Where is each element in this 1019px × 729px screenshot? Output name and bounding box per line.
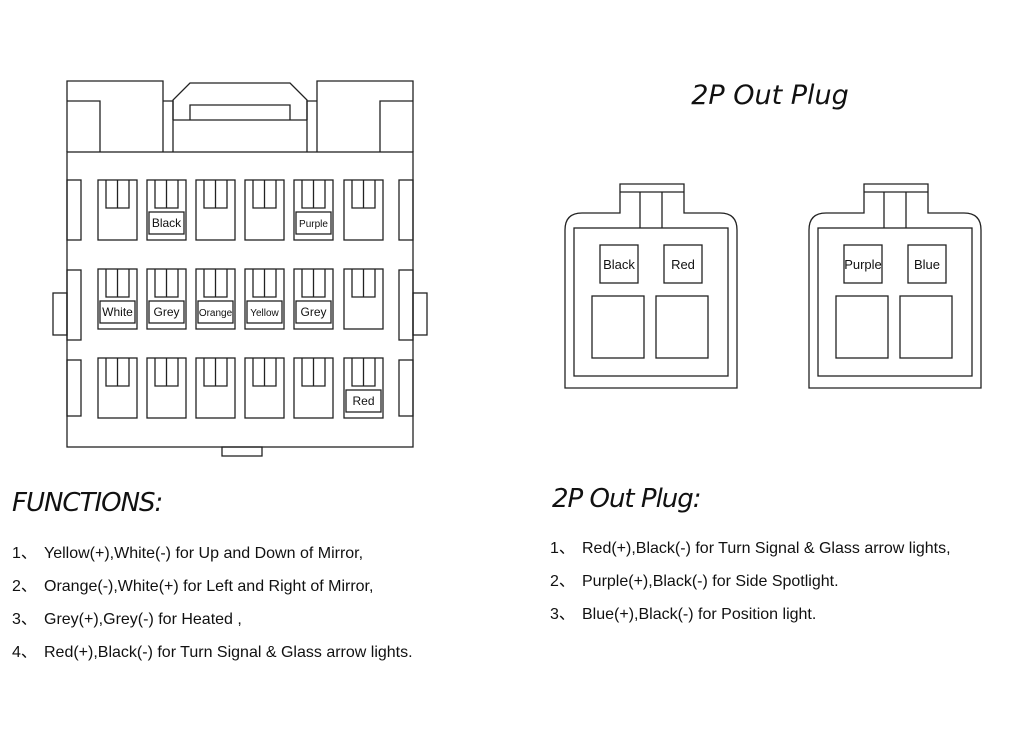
pin-label: Grey — [153, 305, 179, 319]
list-item: 2、Orange(-),White(+) for Left and Right … — [12, 578, 374, 595]
list-item: 1、Yellow(+),White(-) for Up and Down of … — [12, 545, 364, 562]
plug-title: 2P Out Plug — [691, 80, 849, 111]
connector-pin: Red — [343, 357, 384, 419]
functions-list: 1、Yellow(+),White(-) for Up and Down of … — [12, 537, 413, 669]
plug-pin-label: Black — [603, 257, 635, 272]
connector-pin — [343, 179, 384, 241]
connector-pin: Black — [146, 179, 187, 241]
connector-pin: Purple — [293, 179, 334, 241]
connector-pin — [97, 357, 138, 419]
connector-pin — [244, 357, 285, 419]
pin-label: White — [102, 305, 133, 319]
pin-label: Yellow — [250, 308, 279, 319]
plug-pin-label: Blue — [914, 257, 940, 272]
pin-label: Black — [152, 216, 182, 230]
plug-pin-label: Red — [671, 257, 695, 272]
connector-pin: White — [97, 268, 138, 330]
connector-pin — [293, 357, 334, 419]
list-item: 1、Red(+),Black(-) for Turn Signal & Glas… — [550, 540, 951, 557]
connector-pin: Orange — [195, 268, 236, 330]
out-plug-title: 2P Out Plug: — [552, 484, 702, 514]
connector-pin: Yellow — [244, 268, 285, 330]
pin-label: Purple — [299, 219, 328, 230]
connector-pin — [195, 357, 236, 419]
plug-pin: Blue — [899, 244, 953, 359]
connector-pin — [343, 268, 384, 330]
list-item: 2、Purple(+),Black(-) for Side Spotlight. — [550, 573, 839, 590]
connector-pin — [244, 179, 285, 241]
list-item: 4、Red(+),Black(-) for Turn Signal & Glas… — [12, 644, 413, 661]
connector-pin — [195, 179, 236, 241]
functions-title: FUNCTIONS: — [12, 488, 163, 518]
pin-label: Orange — [199, 308, 233, 319]
connector-pin — [146, 357, 187, 419]
pin-label: Red — [352, 394, 374, 408]
connector-pin — [97, 179, 138, 241]
out-plug-purple-blue: Purple Blue — [808, 183, 982, 389]
connector-pin: Grey — [146, 268, 187, 330]
plug-pin: Black — [591, 244, 645, 359]
connector-pin: Grey — [293, 268, 334, 330]
plug-pin: Purple — [835, 244, 889, 359]
list-item: 3、Grey(+),Grey(-) for Heated , — [12, 611, 242, 628]
out-plug-black-red: Black Red — [564, 183, 738, 389]
pin-label: Grey — [300, 305, 326, 319]
out-plug-list: 1、Red(+),Black(-) for Turn Signal & Glas… — [550, 532, 951, 631]
list-item: 3、Blue(+),Black(-) for Position light. — [550, 606, 817, 623]
plug-pin: Red — [655, 244, 709, 359]
plug-pin-label: Purple — [844, 257, 882, 272]
